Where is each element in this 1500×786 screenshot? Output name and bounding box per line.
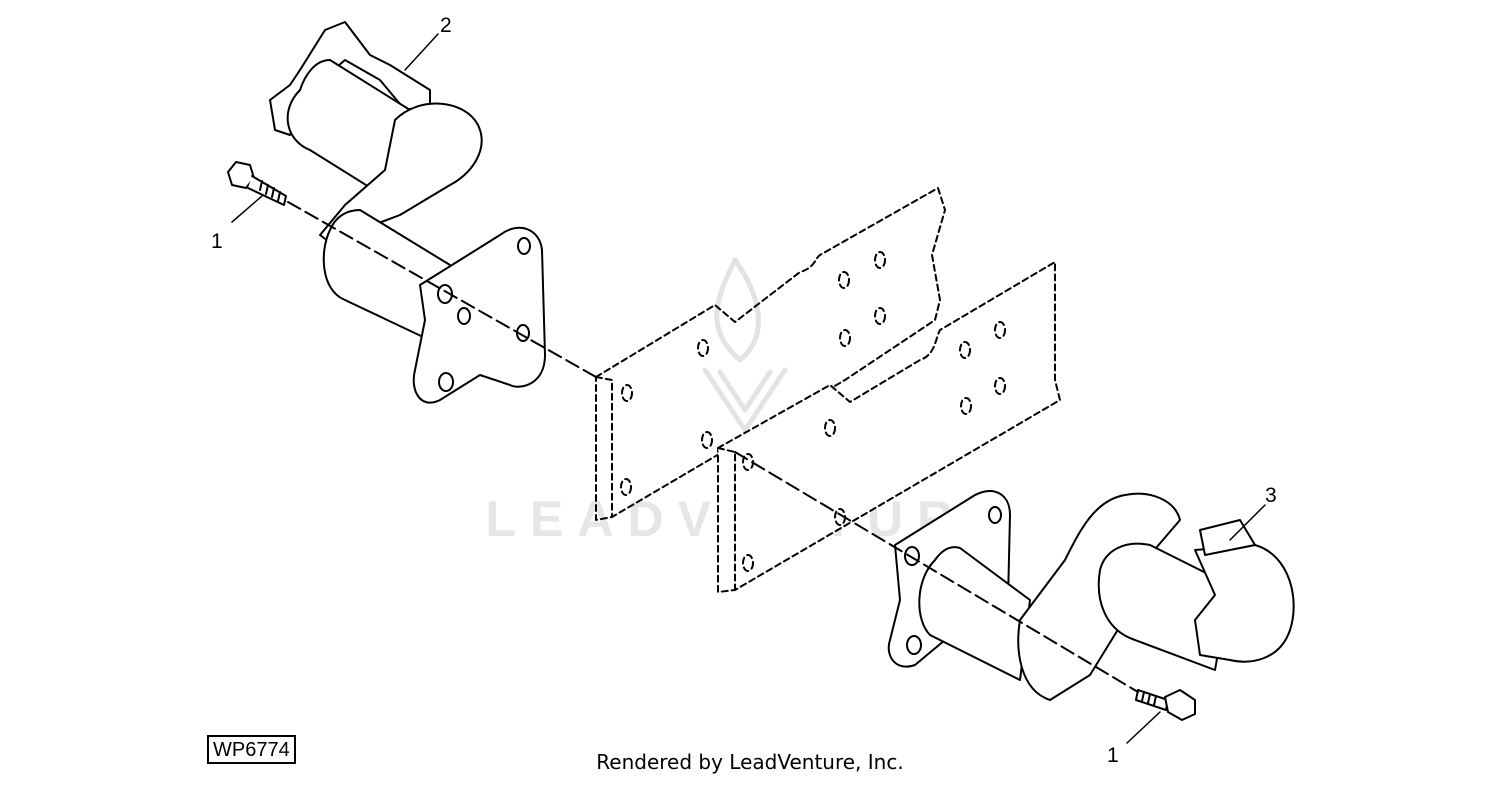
assembly-line-lower (734, 451, 1139, 693)
leader-line-bolt-upper (231, 195, 263, 223)
lower-bolt (1135, 689, 1196, 721)
lower-bracket (887, 490, 1295, 701)
leader-line-bolt-lower (1126, 711, 1161, 744)
leader-line-bracket-lower (1229, 504, 1266, 541)
leader-line-bracket-upper (404, 33, 439, 71)
callout-bolt-upper: 1 (211, 230, 223, 253)
upper-bracket (269, 21, 546, 404)
upper-bolt (227, 161, 287, 206)
watermark-logo (702, 257, 788, 433)
frame-plate-left (595, 187, 946, 521)
diagram-reference-code: WP6774 (207, 735, 296, 764)
render-credit: Rendered by LeadVenture, Inc. (596, 750, 904, 774)
callout-bracket-upper: 2 (440, 14, 452, 37)
assembly-line-upper (287, 201, 597, 378)
frame-plate-right (717, 261, 1061, 593)
callout-bracket-lower: 3 (1265, 484, 1277, 507)
callout-bolt-lower: 1 (1107, 744, 1119, 767)
